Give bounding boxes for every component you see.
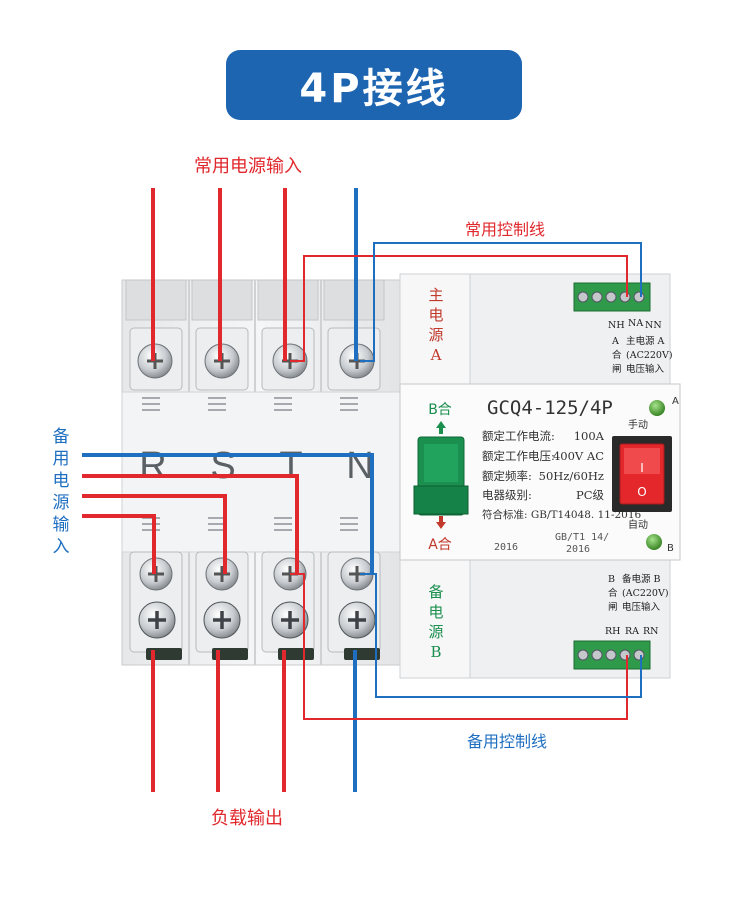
a-close-label: A合 bbox=[428, 537, 452, 553]
stamp-left: 2016 bbox=[494, 542, 518, 553]
arrow-down-icon bbox=[436, 516, 446, 529]
screw-icon bbox=[203, 601, 241, 639]
vent-slots bbox=[142, 397, 358, 531]
bottom-screws bbox=[138, 557, 376, 639]
rocker-off-label: O bbox=[637, 485, 646, 499]
terminal-note: 主电源 A bbox=[626, 335, 665, 347]
spec-key: 电器级别: bbox=[482, 488, 532, 502]
terminal-label: NA bbox=[628, 318, 643, 329]
screw-icon bbox=[271, 601, 309, 639]
terminal-label: NH bbox=[608, 320, 625, 331]
backup-source-char: 备 bbox=[428, 583, 443, 601]
phase-letter-r: R bbox=[139, 445, 166, 487]
terminal-note: B bbox=[608, 574, 615, 585]
phase-letter-t: T bbox=[279, 445, 302, 487]
spec-value: PC级 bbox=[576, 488, 605, 502]
backup-source-char: 源 bbox=[428, 623, 443, 641]
spec-value: 50Hz/60Hz bbox=[539, 469, 604, 483]
backup-power-input-char: 源 bbox=[52, 493, 70, 513]
load-output-label: 负载输出 bbox=[211, 808, 283, 829]
terminal-note: 备电源 B bbox=[622, 573, 661, 585]
terminal-note: 电压输入 bbox=[626, 363, 665, 375]
wire-backup-r bbox=[82, 514, 156, 574]
top-terminal-block bbox=[573, 282, 651, 312]
bottom-terminal-block bbox=[573, 640, 651, 670]
terminal-note: (AC220V) bbox=[622, 588, 669, 599]
backup-power-input-char: 用 bbox=[52, 449, 70, 469]
wire-main-control-neutral bbox=[360, 242, 642, 362]
spec-value: 100A bbox=[574, 429, 605, 443]
indicator-b-label: B bbox=[667, 543, 674, 554]
backup-source-char: B bbox=[430, 643, 441, 661]
terminal-note: 电压输入 bbox=[622, 601, 661, 613]
phase-letter-n: N bbox=[346, 445, 373, 487]
backup-control-line-label: 备用控制线 bbox=[467, 732, 548, 751]
terminal-note: 闸 bbox=[612, 363, 622, 375]
auto-label: 自动 bbox=[628, 518, 648, 531]
screw-icon bbox=[205, 557, 239, 591]
screw-icon bbox=[138, 601, 176, 639]
wire-backup-control-neutral bbox=[360, 573, 642, 698]
backup-power-input-char: 输 bbox=[52, 515, 70, 535]
main-source-char: A bbox=[430, 346, 442, 364]
control-wires bbox=[290, 242, 642, 720]
title-banner: 4P接线 bbox=[226, 50, 522, 120]
indicator-b-led bbox=[646, 534, 662, 550]
standard-text: 符合标准: GB/T14048. 11-2016 bbox=[482, 508, 642, 521]
b-close-label: B合 bbox=[428, 402, 452, 418]
terminal-label: NN bbox=[645, 320, 662, 331]
spec-key: 额定工作电流: bbox=[482, 429, 555, 443]
spec-key: 额定频率: bbox=[482, 469, 532, 483]
main-source-char: 电 bbox=[428, 306, 443, 324]
backup-power-input-char: 备 bbox=[52, 427, 70, 447]
main-power-input-label: 常用电源输入 bbox=[194, 156, 302, 177]
terminal-label: RH bbox=[605, 626, 620, 637]
manual-label: 手动 bbox=[628, 418, 648, 431]
backup-power-input-label: 备 用 电 源 输 入 bbox=[51, 426, 71, 558]
stamp-right: 2016 bbox=[566, 544, 590, 555]
page-title: 4P接线 bbox=[299, 66, 449, 112]
terminal-note: 合 bbox=[608, 587, 618, 599]
main-source-char: 源 bbox=[428, 326, 443, 344]
model-name: GCQ4-125/4P bbox=[487, 397, 613, 419]
wire-backup-n bbox=[82, 453, 374, 574]
wires bbox=[82, 188, 374, 792]
wire-backup-s bbox=[82, 494, 227, 574]
breaker-body: R S T N bbox=[121, 279, 401, 666]
screw-icon bbox=[338, 601, 376, 639]
terminal-note: (AC220V) bbox=[626, 350, 673, 361]
wire-main-control-phase bbox=[290, 255, 628, 362]
terminal-note: 闸 bbox=[608, 601, 618, 613]
rocker-on-label: I bbox=[640, 461, 644, 475]
arrow-up-icon bbox=[436, 421, 446, 434]
terminal-label: RN bbox=[643, 626, 658, 637]
spec-value: 400V AC bbox=[553, 449, 604, 463]
backup-source-char: 电 bbox=[428, 603, 443, 621]
main-control-line-label: 常用控制线 bbox=[465, 220, 546, 239]
backup-power-input-char: 电 bbox=[52, 471, 70, 491]
stamp-mid: GB/T1 14/ bbox=[555, 532, 609, 543]
main-source-char: 主 bbox=[428, 286, 443, 304]
indicator-a-led bbox=[649, 400, 665, 416]
terminal-label: RA bbox=[625, 626, 639, 637]
spec-key: 额定工作电压: bbox=[482, 449, 555, 463]
backup-power-input-char: 入 bbox=[52, 537, 70, 557]
wire-backup-t bbox=[82, 474, 299, 574]
phase-letter-s: S bbox=[210, 445, 235, 487]
terminal-note: 合 bbox=[612, 349, 622, 361]
terminal-note: A bbox=[611, 336, 619, 347]
indicator-a-label: A bbox=[672, 396, 679, 407]
